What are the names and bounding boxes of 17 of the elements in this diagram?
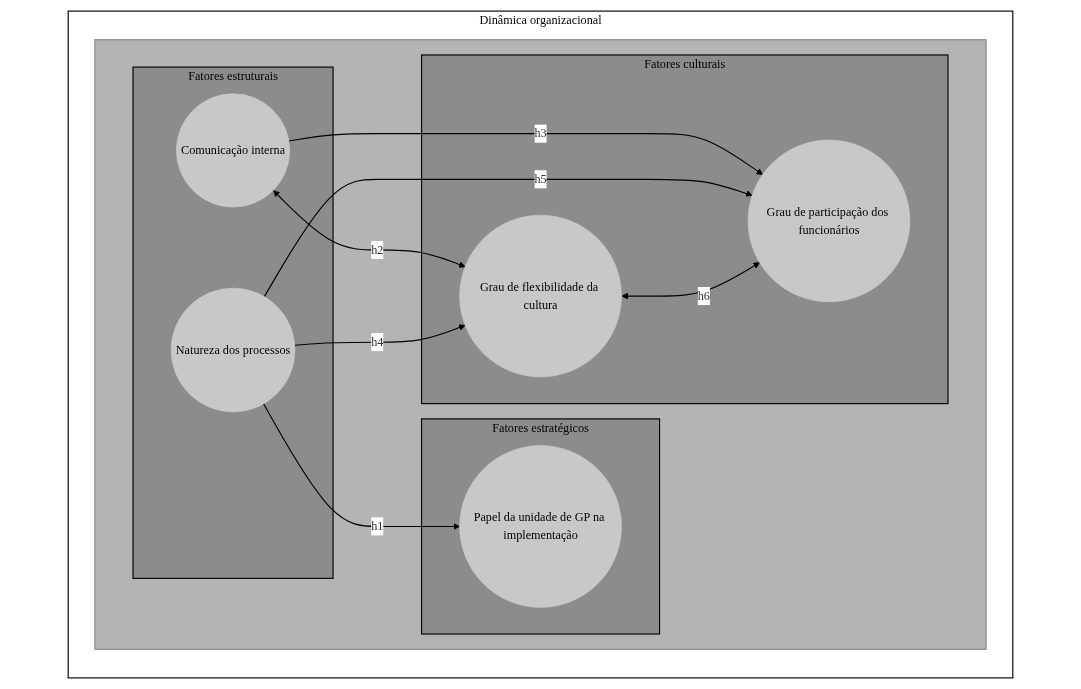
- arrow: [263, 403, 460, 530]
- arrow: [273, 190, 466, 268]
- node-circle: Papel da unidade de GP na implementação: [459, 445, 622, 608]
- arrow: [294, 324, 466, 346]
- arrow: [621, 262, 760, 300]
- edge-label: h5: [534, 172, 547, 186]
- edge-label: h3: [534, 126, 547, 140]
- edge-label: h2: [371, 243, 384, 256]
- node-circle: Comunicação interna: [176, 93, 291, 208]
- node-circle: Grau de participação dos funcionários: [747, 139, 911, 303]
- arrow: [263, 178, 753, 298]
- edge-label: h4: [371, 335, 384, 349]
- edge-label: h6: [697, 289, 710, 303]
- edge-label: h1: [371, 519, 384, 533]
- arrow: [288, 133, 763, 175]
- node-circle: Natureza dos processos: [170, 287, 296, 413]
- node-circle: Grau de flexibilidade da cultura: [459, 214, 622, 378]
